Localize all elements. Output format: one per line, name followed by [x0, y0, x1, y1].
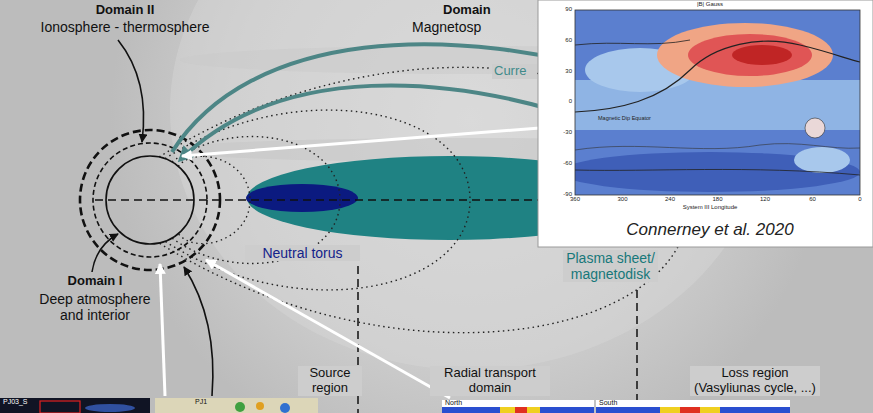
axis-tick: 240 [660, 196, 680, 203]
region-label: Source region [298, 366, 362, 396]
aurora-image [0, 398, 150, 413]
aurora-map-image [155, 398, 318, 413]
currents-label: Curre [492, 64, 537, 79]
neutral-torus-shape [245, 183, 360, 213]
spectrogram-image [442, 400, 594, 413]
plot-annotation: Magnetic Dip Equator [598, 115, 668, 121]
image-tag: North [445, 399, 485, 407]
axis-tick: 300 [613, 196, 633, 203]
leader-line [182, 128, 540, 156]
map-contour-line [575, 40, 860, 175]
pointer-arrow [118, 40, 144, 142]
axis-tick: 120 [755, 196, 775, 203]
pointer-arrow [184, 267, 213, 396]
aurora-map-detail [235, 402, 245, 412]
plasma-sheet-label: Plasma sheet/ magnetodisk [563, 250, 658, 282]
leader-line [160, 264, 165, 396]
domain-name: Ionosphere - thermosphere [15, 19, 235, 35]
aurora-map-detail [256, 402, 264, 410]
dip-equator [575, 41, 860, 112]
axis-tick: 360 [565, 196, 585, 203]
image-tag: South [599, 399, 639, 407]
axis-tick: -30 [555, 129, 572, 136]
neutral-torus-ellipse [246, 184, 358, 212]
axis-tick: 0 [850, 196, 870, 203]
map-contour [657, 23, 833, 87]
axis-tick: 30 [555, 68, 572, 75]
plot-title: |B| Gauss [680, 1, 740, 8]
spectrogram-detail [660, 407, 720, 413]
axis-tick: 60 [803, 196, 823, 203]
aurora-image-detail [85, 404, 135, 412]
map-frame [575, 10, 860, 195]
axis-title: System III Longitude [660, 204, 760, 211]
map-contour [688, 34, 812, 76]
domain-name: Deep atmosphere and interior [34, 291, 156, 323]
domain-title: Domain II [70, 3, 180, 18]
aurora-map-detail [280, 403, 290, 413]
image-tag: PJ03_S [3, 398, 43, 406]
map-contour-line [575, 144, 860, 150]
domain-title: Domain I [40, 274, 150, 289]
figure-credit: Connerney et al. 2020 [560, 220, 860, 240]
axis-tick: -90 [555, 191, 572, 198]
axis-tick: 60 [555, 37, 572, 44]
domain-name: Magnetosp [412, 19, 536, 35]
pointer-arrow [92, 234, 118, 272]
region-label: Radial transport domain [430, 366, 550, 396]
spectrogram-image [596, 407, 790, 413]
axis-tick: 90 [555, 6, 572, 13]
image-highlight [40, 401, 80, 413]
map-contour [732, 45, 792, 65]
map-contour [805, 118, 825, 138]
neutral-torus-label: Neutral torus [245, 245, 360, 261]
spectrogram-detail [515, 407, 527, 413]
spectrogram-detail [680, 407, 700, 413]
axis-tick: 0 [555, 98, 572, 105]
neutral-torus: Neutral torus [245, 183, 360, 265]
current-arc [180, 85, 600, 160]
spectrogram-detail [500, 407, 540, 413]
domain-title: Domain [443, 3, 533, 18]
axis-tick: -60 [555, 160, 572, 167]
region-label: Loss region (Vasyliunas cycle, ...) [690, 366, 820, 396]
image-tag: PJ1 [195, 398, 225, 406]
spectrogram-image [596, 400, 790, 413]
map-contour [794, 147, 850, 173]
field-map [575, 10, 860, 195]
region-divider [636, 290, 638, 413]
leader-line [206, 260, 450, 398]
planet-surface [106, 156, 194, 244]
spectrogram-image [442, 407, 594, 413]
axis-tick: 180 [708, 196, 728, 203]
inset-panel [538, 0, 873, 247]
